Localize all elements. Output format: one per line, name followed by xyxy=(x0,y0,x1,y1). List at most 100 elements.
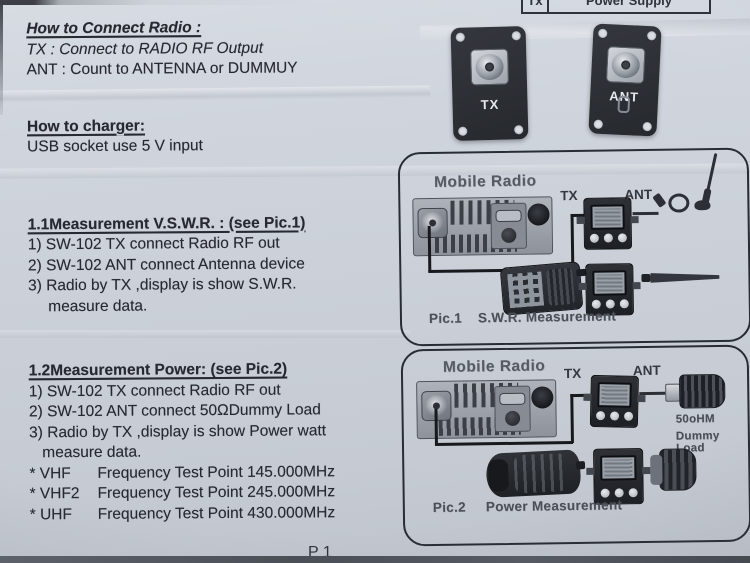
screw-icon xyxy=(514,125,524,135)
frequency-text: Frequency Test Point 245.000MHz xyxy=(97,483,336,502)
ant-port-stub xyxy=(630,216,639,224)
table-cell-power-supply: Power Supply xyxy=(549,0,709,12)
tx-port-stub xyxy=(583,393,592,401)
load-finned-body xyxy=(679,373,726,409)
swr-meter-illustration xyxy=(576,197,639,250)
button-row xyxy=(587,299,633,309)
button-icon xyxy=(614,488,624,498)
tx-port-stub xyxy=(578,282,587,290)
frequency-test-point-row: * UHF Frequency Test Point 430.000MHz xyxy=(30,502,420,525)
tx-port-label: TX xyxy=(563,365,582,382)
dummy-load-ohm-label: 50oHM xyxy=(675,413,715,426)
speaker-jack-icon xyxy=(505,410,521,426)
rubber-duck-antenna-illustration xyxy=(641,272,719,283)
lcd-screen xyxy=(590,204,625,230)
pic1-swr-measurement-diagram: Mobile Radio TX ANT xyxy=(397,147,750,347)
lcd-screen xyxy=(592,270,627,296)
power-step-continuation: measure data. xyxy=(42,443,142,462)
button-row xyxy=(585,233,631,243)
button-row xyxy=(595,488,643,498)
button-icon xyxy=(600,488,610,498)
button-row xyxy=(591,411,637,421)
antenna-connector xyxy=(641,273,651,283)
mobile-radio-label: Mobile Radio xyxy=(442,357,546,376)
coax-cable xyxy=(639,391,666,395)
pic2-caption-text: Power Measurement xyxy=(485,497,623,515)
frequency-text: Frequency Test Point 430.000MHz xyxy=(97,503,336,523)
lcd-screen xyxy=(597,382,632,408)
mobile-radio-label: Mobile Radio xyxy=(433,172,537,191)
heading-charger: How to charger: xyxy=(26,117,146,135)
button-icon xyxy=(609,411,619,421)
table-cell-power-supply-label: Power Supply xyxy=(586,0,672,8)
connect-line: TX : Connect to RADIO RF Output xyxy=(26,39,264,58)
antenna-whip xyxy=(650,272,719,283)
rf-connector-icon xyxy=(469,48,509,86)
usb-socket-icon xyxy=(617,95,631,114)
band-label: * UHF xyxy=(29,505,72,523)
vswr-step: 1) SW-102 TX connect Radio RF out xyxy=(27,234,280,254)
antenna-whip xyxy=(703,153,718,205)
button-icon xyxy=(628,488,638,498)
pic2-caption-id: Pic.2 xyxy=(432,499,466,516)
frequency-test-point-row: * VHF Frequency Test Point 145.000MHz xyxy=(29,461,419,484)
antenna-base xyxy=(694,200,711,211)
band-label: * VHF xyxy=(29,464,71,482)
heading-vswr: 1.1Measurement V.S.W.R. : (see Pic.1) xyxy=(27,213,306,233)
antenna-plug xyxy=(652,192,667,208)
pic1-caption-id: Pic.1 xyxy=(428,310,463,327)
coax-cable xyxy=(434,441,573,446)
handheld-end-cap xyxy=(487,458,510,492)
power-step: 3) Radio by TX ,display is show Power wa… xyxy=(29,421,327,441)
mag-mount-antenna-illustration xyxy=(652,150,719,219)
data-connector-icon xyxy=(495,209,522,223)
photo-edge-left xyxy=(0,0,3,115)
io-panel xyxy=(490,202,528,250)
screw-icon xyxy=(593,119,604,129)
ant-port-stub xyxy=(632,282,641,290)
connect-line: ANT : Count to ANTENNA or DUMMUY xyxy=(26,59,298,79)
photo-edge-top xyxy=(0,0,750,5)
handheld-radio-illustration xyxy=(499,261,587,316)
heading-connect-radio: How to Connect Radio : xyxy=(26,19,202,38)
button-icon xyxy=(595,411,605,421)
frequency-text: Frequency Test Point 145.000MHz xyxy=(97,462,335,482)
button-icon xyxy=(589,233,599,243)
dummy-load-illustration xyxy=(650,448,697,491)
keypad xyxy=(507,271,544,309)
pic2-power-measurement-diagram: Mobile Radio TX ANT xyxy=(400,344,750,547)
swr-meter-illustration xyxy=(586,448,651,505)
vswr-step: 3) Radio by TX ,display is show S.W.R. xyxy=(28,275,297,295)
button-icon xyxy=(619,299,629,309)
power-step: 2) SW-102 ANT connect 50ΩDummy Load xyxy=(28,401,321,421)
tx-connector-panel-photo: TX xyxy=(450,26,529,141)
button-icon xyxy=(591,299,601,309)
table-cell-tx: Tx xyxy=(523,0,549,12)
vswr-step: 2) SW-102 ANT connect Antenna device xyxy=(27,254,305,274)
button-icon xyxy=(603,233,613,243)
power-supply-table-fragment: Tx Power Supply xyxy=(521,0,711,14)
screw-icon xyxy=(646,31,657,41)
tx-port-stub xyxy=(576,216,585,224)
cable-coil xyxy=(668,193,690,213)
tx-port-label: TX xyxy=(560,187,578,204)
screw-icon xyxy=(455,32,465,42)
table-cell-tx-label: Tx xyxy=(527,0,543,8)
mobile-radio-rear-illustration xyxy=(412,196,554,257)
pic1-caption-text: S.W.R. Measurement xyxy=(477,308,617,326)
photo-edge-bottom xyxy=(0,556,750,563)
speaker-grill xyxy=(546,267,575,306)
load-connector xyxy=(665,383,681,402)
lcd-screen xyxy=(600,455,637,481)
swr-meter-illustration xyxy=(583,374,646,428)
speaker-jack-icon xyxy=(501,227,517,244)
tx-port-stub xyxy=(586,467,595,475)
button-icon xyxy=(605,299,615,309)
heading-power: 1.2Measurement Power: (see Pic.2) xyxy=(28,360,288,380)
rf-connector-icon xyxy=(605,46,646,84)
rf-connector-icon xyxy=(417,207,448,239)
ant-port-stub xyxy=(637,394,646,403)
button-icon xyxy=(617,233,627,243)
power-step: 1) SW-102 TX connect Radio RF out xyxy=(28,381,281,400)
handheld-radio-illustration xyxy=(485,449,586,498)
